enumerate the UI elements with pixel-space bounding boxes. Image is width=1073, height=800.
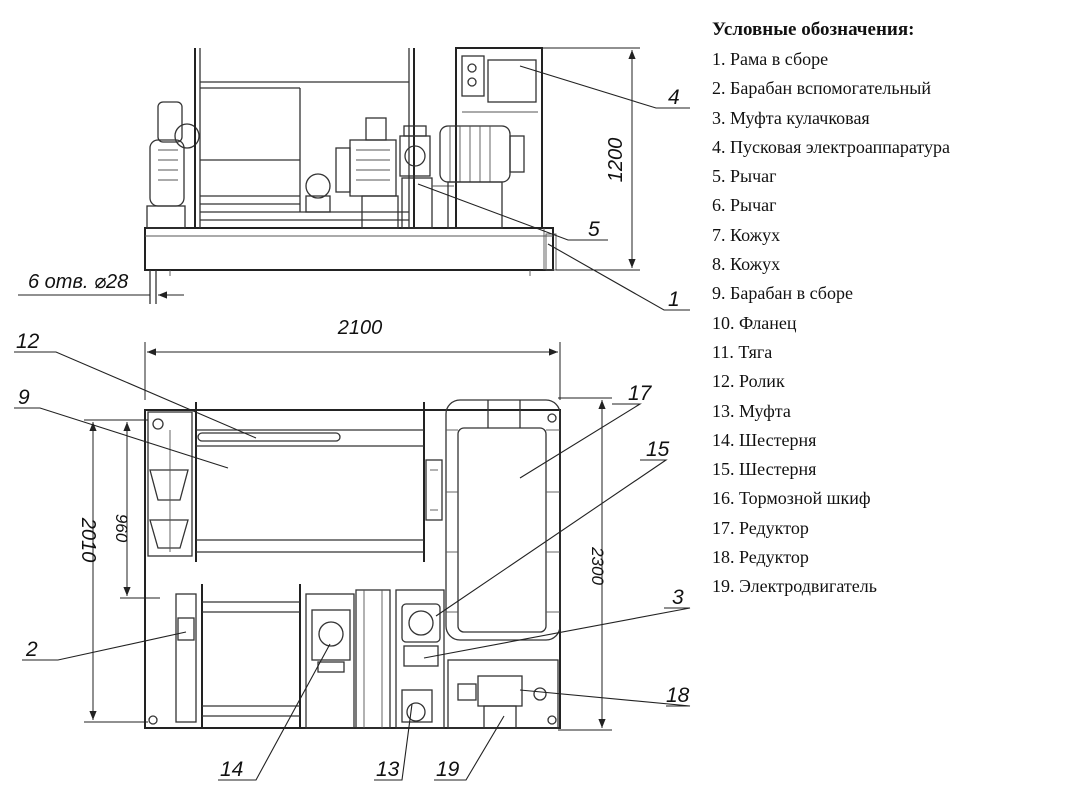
legend-item: 13. Муфта — [712, 400, 791, 421]
callout-14: 14 — [220, 758, 243, 781]
top-callouts: 12 9 17 15 3 2 18 14 13 19 — [14, 330, 691, 781]
dim-depth-label: 2300 — [588, 546, 607, 585]
legend-item: 18. Редуктор — [712, 547, 809, 568]
dim-depth: 2300 — [558, 397, 612, 731]
callout-13: 13 — [376, 758, 400, 781]
side-cabinet — [455, 47, 543, 229]
legend-item: 8. Кожух — [712, 254, 781, 275]
legend-title: Условные обозначения: — [712, 19, 915, 40]
callout-17: 17 — [628, 382, 653, 405]
callout-2: 2 — [25, 638, 38, 661]
side-frame-base — [144, 227, 554, 271]
side-view — [144, 47, 557, 304]
legend-item: 16. Тормозной шкиф — [712, 488, 871, 509]
callout-18: 18 — [666, 684, 690, 707]
legend-item: 12. Ролик — [712, 371, 785, 392]
callout-4: 4 — [668, 86, 680, 109]
legend: Условные обозначения: 1. Рама в сборе 2.… — [712, 18, 1067, 602]
dim-width-inner-label: 960 — [112, 514, 131, 543]
callout-9: 9 — [18, 386, 30, 409]
legend-item: 9. Барабан в сборе — [712, 283, 853, 304]
callout-5: 5 — [588, 218, 600, 241]
winch-drawing: 1200 6 отв. ⌀28 4 5 1 2100 — [14, 47, 691, 781]
legend-item: 15. Шестерня — [712, 459, 817, 480]
dim-holes: 6 отв. ⌀28 — [18, 271, 184, 299]
top-view — [144, 399, 561, 729]
legend-item: 14. Шестерня — [712, 429, 817, 450]
legend-list: 1. Рама в сборе 2. Барабан вспомогательн… — [712, 45, 1067, 602]
callout-1: 1 — [668, 288, 680, 311]
legend-item: 19. Электродвигатель — [712, 576, 877, 597]
legend-item: 7. Кожух — [712, 224, 781, 245]
dim-width: 2010 960 — [77, 419, 160, 723]
legend-item: 1. Рама в сборе — [712, 49, 829, 69]
dim-width-outer-label: 2010 — [77, 517, 99, 563]
top-frame — [144, 409, 561, 729]
legend-item: 17. Редуктор — [712, 517, 809, 538]
dim-length-label: 2100 — [337, 317, 383, 339]
dim-height-label: 1200 — [605, 138, 627, 183]
legend-item: 11. Тяга — [712, 341, 773, 362]
legend-item: 2. Барабан вспомогательный — [712, 78, 931, 99]
legend-item: 5. Рычаг — [712, 166, 777, 187]
legend-item: 4. Пусковая электроаппаратура — [712, 136, 950, 157]
callout-15: 15 — [646, 438, 670, 461]
callout-3: 3 — [672, 586, 684, 609]
callout-19: 19 — [436, 758, 460, 781]
legend-item: 10. Фланец — [712, 312, 797, 333]
side-callouts: 4 5 1 — [417, 65, 690, 311]
dim-length: 2100 — [144, 317, 561, 400]
legend-item: 6. Рычаг — [712, 195, 777, 216]
dim-height: 1200 — [542, 47, 640, 271]
holes-label: 6 отв. ⌀28 — [28, 271, 128, 293]
legend-item: 3. Муфта кулачковая — [712, 107, 870, 128]
callout-12: 12 — [16, 330, 40, 353]
